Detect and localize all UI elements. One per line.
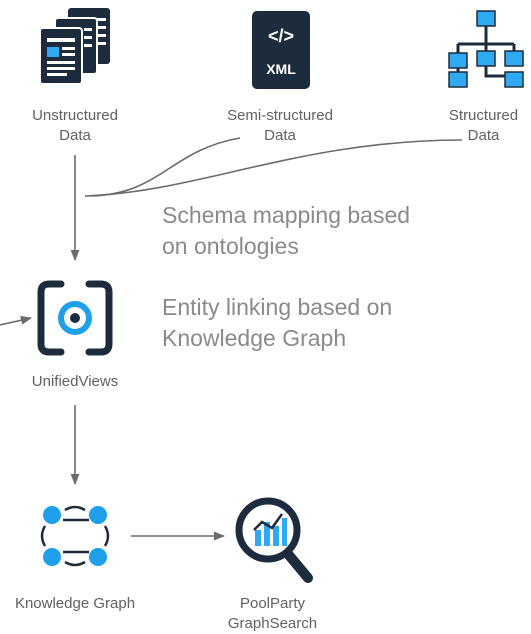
structured-line2: Data bbox=[467, 127, 500, 144]
semi-structured-line2: Data bbox=[264, 127, 296, 144]
entity-linking-annotation: Entity linking based on Knowledge Graph bbox=[162, 292, 522, 354]
knowledge-graph-label: Knowledge Graph bbox=[14, 595, 136, 612]
structured-data-label: Structured Data bbox=[436, 106, 531, 146]
structured-line1: Structured bbox=[448, 107, 519, 124]
unifiedviews-label: UnifiedViews bbox=[31, 373, 119, 390]
graphsearch-line1: PoolParty bbox=[239, 595, 306, 612]
magnifier-chart-icon bbox=[235, 497, 313, 583]
semi-structured-curve bbox=[89, 137, 241, 197]
xml-file-icon: </> XML bbox=[252, 11, 310, 89]
xml-text: XML bbox=[266, 61, 296, 77]
graphsearch-line2: GraphSearch bbox=[227, 615, 318, 632]
schema-mapping-line1: Schema mapping based bbox=[162, 202, 411, 228]
document-stack-icon bbox=[39, 8, 110, 85]
hierarchy-icon bbox=[448, 10, 524, 88]
structured-curve bbox=[84, 139, 463, 197]
semi-structured-line1: Semi-structured bbox=[227, 107, 333, 124]
graphsearch-label: PoolParty GraphSearch bbox=[200, 594, 345, 634]
graph-cycle-icon bbox=[40, 505, 110, 567]
unstructured-data-label: Unstructured Data bbox=[15, 106, 135, 146]
schema-mapping-line2: on ontologies bbox=[162, 233, 299, 259]
schema-mapping-annotation: Schema mapping based on ontologies bbox=[162, 200, 522, 262]
unifiedviews-logo-icon bbox=[37, 280, 113, 356]
unstructured-line1: Unstructured bbox=[32, 107, 118, 124]
incoming-left-arrow bbox=[0, 315, 33, 326]
unstructured-line2: Data bbox=[59, 127, 91, 144]
xml-code-glyph: </> bbox=[268, 26, 294, 46]
entity-linking-line2: Knowledge Graph bbox=[162, 325, 347, 351]
entity-linking-line1: Entity linking based on bbox=[162, 294, 393, 320]
semi-structured-data-label: Semi-structured Data bbox=[205, 106, 355, 146]
